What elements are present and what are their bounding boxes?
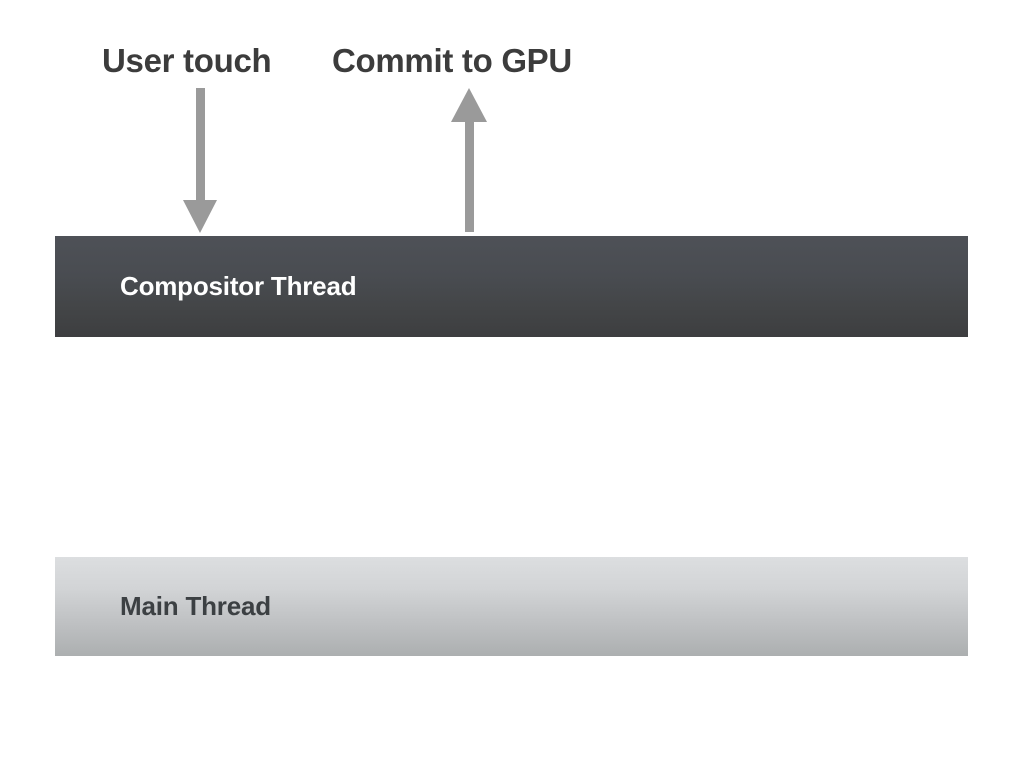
annotation-label-user-touch: User touch — [102, 42, 272, 79]
down-arrow-icon — [177, 88, 223, 234]
thread-bar-compositor: Compositor Thread — [55, 236, 968, 337]
thread-label-main: Main Thread — [120, 591, 271, 621]
thread-label-compositor: Compositor Thread — [120, 271, 357, 301]
annotation-label-commit-to-gpu: Commit to GPU — [332, 42, 572, 79]
up-arrow-icon — [446, 87, 492, 232]
thread-bar-main: Main Thread — [55, 557, 968, 656]
